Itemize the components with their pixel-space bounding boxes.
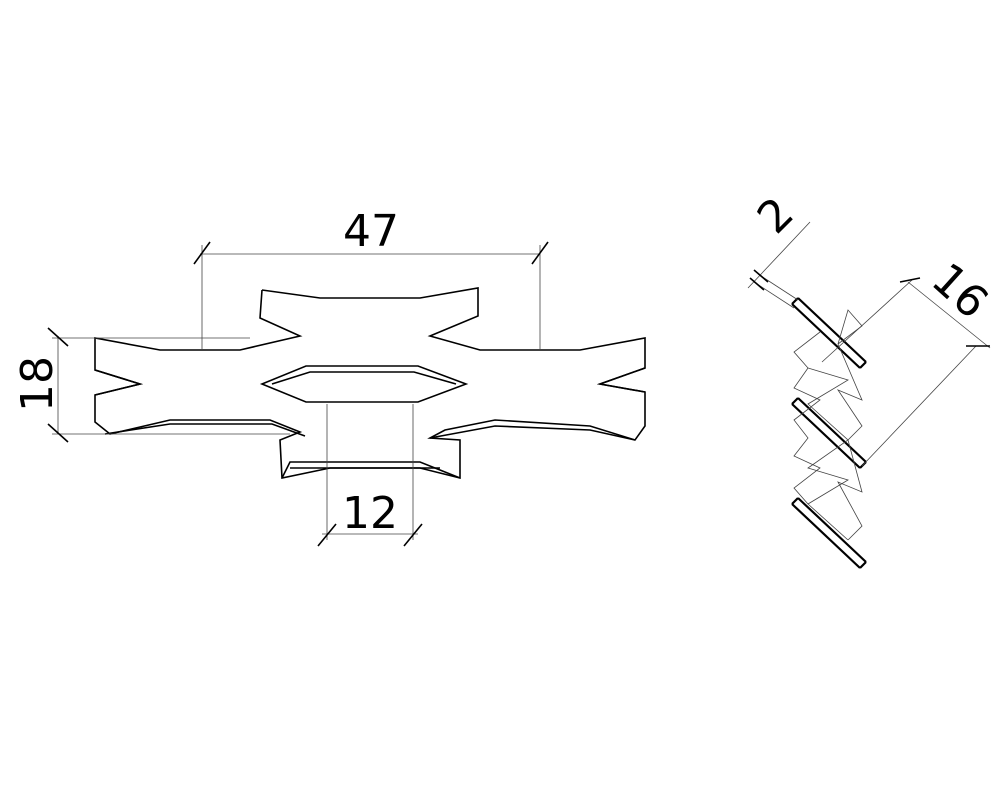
dimension-label-12: 12 xyxy=(342,488,398,539)
dimension-label-18: 18 xyxy=(12,356,63,412)
mesh-front-view xyxy=(94,287,646,480)
mesh-edge-bottom xyxy=(281,461,461,479)
mesh-upper-strand xyxy=(94,287,646,480)
section-bond-lines-mid xyxy=(807,367,849,541)
dimension-12: 12 xyxy=(317,404,423,547)
dimension-47: 47 xyxy=(193,206,549,350)
dimension-label-16: 16 xyxy=(922,254,998,329)
mesh-edge-lower-left xyxy=(104,423,306,437)
section-strand-1 xyxy=(791,297,867,369)
dimension-label-47: 47 xyxy=(343,206,399,257)
mesh-central-opening xyxy=(259,365,469,403)
section-strand-3 xyxy=(791,497,867,569)
dimension-2: 2 xyxy=(747,188,811,309)
dimension-16: 16 xyxy=(821,254,998,467)
mesh-left-notch xyxy=(94,369,143,396)
section-bond-lines-right xyxy=(836,309,863,541)
section-bond-lines-left xyxy=(793,331,821,505)
mesh-section-view xyxy=(791,297,867,569)
dimension-label-2: 2 xyxy=(748,188,804,244)
dimension-18: 18 xyxy=(12,327,290,443)
mesh-right-notch xyxy=(596,367,646,393)
mesh-edge-lower-right xyxy=(429,425,636,441)
mesh-central-opening-inner xyxy=(271,371,457,385)
